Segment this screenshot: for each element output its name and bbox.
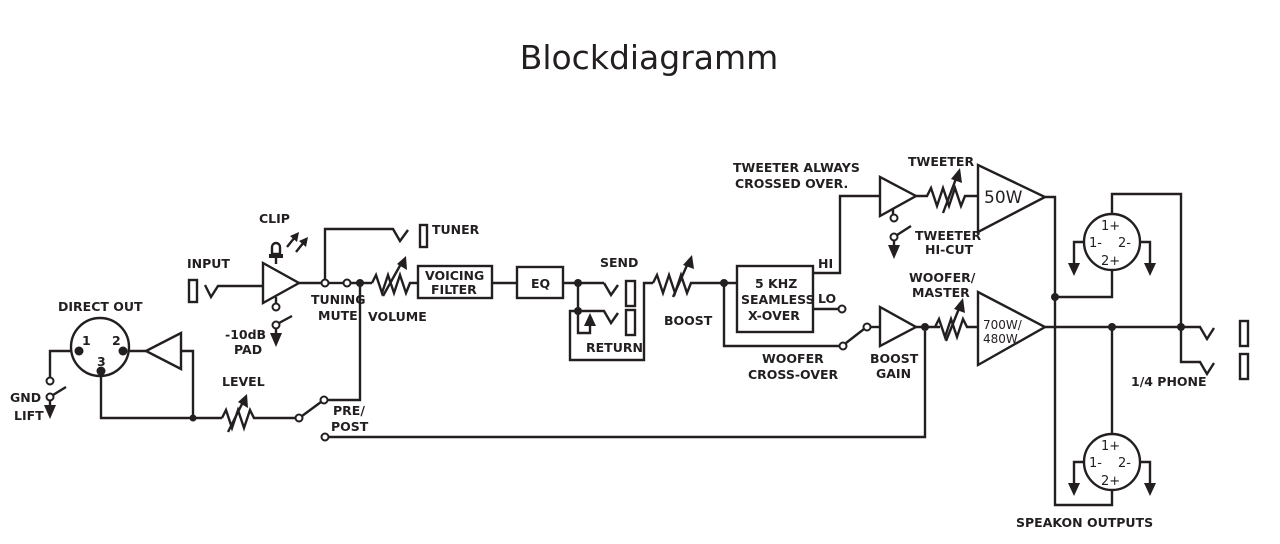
tweeter-always-label-1: TWEETER ALWAYS — [733, 160, 860, 175]
woofer-xover-label-2: CROSS-OVER — [748, 367, 839, 382]
tuning-label: TUNING — [311, 292, 366, 307]
xlr-pin-2: 2 — [112, 333, 121, 348]
boost-gain-amp — [878, 304, 919, 348]
pad-ground-arrow-icon — [270, 333, 282, 347]
pre-post-label-2: POST — [331, 419, 369, 434]
return-jack-icon[interactable] — [624, 308, 637, 337]
woofer-xover-label-1: WOOFER — [762, 351, 824, 366]
xover-label-2: SEAMLESS — [741, 292, 815, 307]
input-label: INPUT — [187, 256, 230, 271]
crossover-block — [735, 264, 815, 334]
speakon-upper-pin-2p: 2+ — [1101, 254, 1120, 269]
boost-label: BOOST — [664, 313, 713, 328]
xover-label-3: X-OVER — [748, 308, 800, 323]
voicing-label-1: VOICING — [425, 268, 484, 283]
speakon-lower-pin-2m: 2- — [1118, 456, 1131, 471]
boost-gain-label-2: GAIN — [876, 366, 911, 381]
pad-switch[interactable] — [278, 314, 293, 325]
pre-post-switch[interactable] — [301, 401, 322, 417]
hi-label: HI — [818, 256, 833, 271]
amp-700-label-1: 700W/ — [983, 318, 1023, 332]
speakon-label: SPEAKON OUTPUTS — [1016, 515, 1153, 530]
speakon-connector-upper: 1+ 1- 2- 2+ — [1082, 212, 1142, 272]
eq-label: EQ — [531, 276, 550, 291]
clip-label: CLIP — [259, 211, 290, 226]
woofer-master-label-1: WOOFER/ — [909, 270, 976, 285]
tweeter-hicut-label-2: HI-CUT — [925, 242, 974, 257]
speakon-lower-ground-right-icon — [1144, 483, 1156, 496]
return-label: RETURN — [586, 340, 643, 355]
tuner-label: TUNER — [432, 222, 480, 237]
xover-label-1: 5 KHZ — [755, 276, 797, 291]
woofer-power-amp-700w — [976, 290, 1048, 368]
level-potentiometer[interactable] — [220, 394, 297, 433]
phone-jack-2-icon[interactable] — [1238, 352, 1250, 381]
speakon-lower-ground-left-icon — [1068, 483, 1080, 496]
lift-label: LIFT — [14, 408, 44, 423]
diagram-title: Blockdiagramm — [519, 38, 779, 77]
speakon-upper-pin-1m: 1- — [1089, 236, 1102, 251]
tweeter-potentiometer[interactable] — [916, 168, 978, 214]
speakon-connector-lower: 1+ 1- 2- 2+ — [1082, 432, 1142, 492]
pad-label-1: -10dB — [225, 327, 266, 342]
direct-out-label: DIRECT OUT — [58, 299, 143, 314]
tweeter-power-amp-50w — [976, 163, 1048, 234]
return-switch-arrow-icon — [584, 313, 596, 326]
volume-label: VOLUME — [368, 309, 427, 324]
speakon-upper-ground-right-icon — [1144, 263, 1156, 276]
gnd-lift-terminal — [45, 376, 55, 386]
tuner-jack-icon[interactable] — [418, 223, 429, 249]
amp-50w-label: 50W — [984, 188, 1023, 208]
speakon-upper-pin-2m: 2- — [1118, 236, 1131, 251]
direct-out-buffer-amp — [143, 331, 183, 371]
speakon-lower-pin-1p: 1+ — [1101, 439, 1120, 454]
lo-label: LO — [818, 291, 836, 306]
pre-post-label-1: PRE/ — [333, 403, 365, 418]
input-jack-icon[interactable] — [187, 278, 199, 304]
speakon-lower-pin-1m: 1- — [1089, 456, 1102, 471]
tweeter-hicut-ground-arrow-icon — [888, 245, 900, 259]
amp-700-label-2: 480W — [983, 332, 1018, 346]
phone-label: 1/4 PHONE — [1131, 374, 1207, 389]
tweeter-always-label-2: CROSSED OVER. — [735, 176, 848, 191]
gnd-label: GND — [10, 390, 41, 405]
gnd-lift-switch[interactable] — [52, 385, 67, 397]
woofer-master-label-2: MASTER — [912, 285, 970, 300]
tweeter-hicut-switch[interactable] — [896, 224, 912, 237]
speakon-upper-ground-left-icon — [1068, 263, 1080, 276]
xlr-pin-1: 1 — [82, 333, 91, 348]
ground-arrow-icon — [44, 405, 56, 419]
eq-block — [515, 265, 565, 300]
tweeter-hicut-label-1: TWEETER — [915, 228, 981, 243]
voicing-label-2: FILTER — [431, 282, 477, 297]
speakon-lower-pin-2p: 2+ — [1101, 474, 1120, 489]
level-label: LEVEL — [222, 374, 265, 389]
input-preamp — [261, 260, 302, 306]
boost-gain-label-1: BOOST — [870, 351, 919, 366]
send-jack-icon[interactable] — [624, 279, 637, 308]
woofer-crossover-switch[interactable] — [845, 328, 865, 344]
pad-label-2: PAD — [234, 342, 262, 357]
send-label: SEND — [600, 255, 638, 270]
xlr-pin-3: 3 — [97, 354, 106, 369]
tweeter-buffer-amp — [878, 175, 919, 219]
volume-potentiometer[interactable] — [370, 256, 418, 297]
tweeter-label: TWEETER — [908, 154, 974, 169]
phone-jack-1-icon[interactable] — [1238, 319, 1250, 348]
woofer-master-potentiometer[interactable] — [933, 298, 978, 342]
mute-label: MUTE — [318, 308, 358, 323]
boost-potentiometer[interactable] — [651, 255, 737, 298]
speakon-upper-pin-1p: 1+ — [1101, 219, 1120, 234]
clip-led-icon — [269, 232, 308, 264]
xlr-direct-out-connector: 1 2 3 — [69, 316, 131, 378]
